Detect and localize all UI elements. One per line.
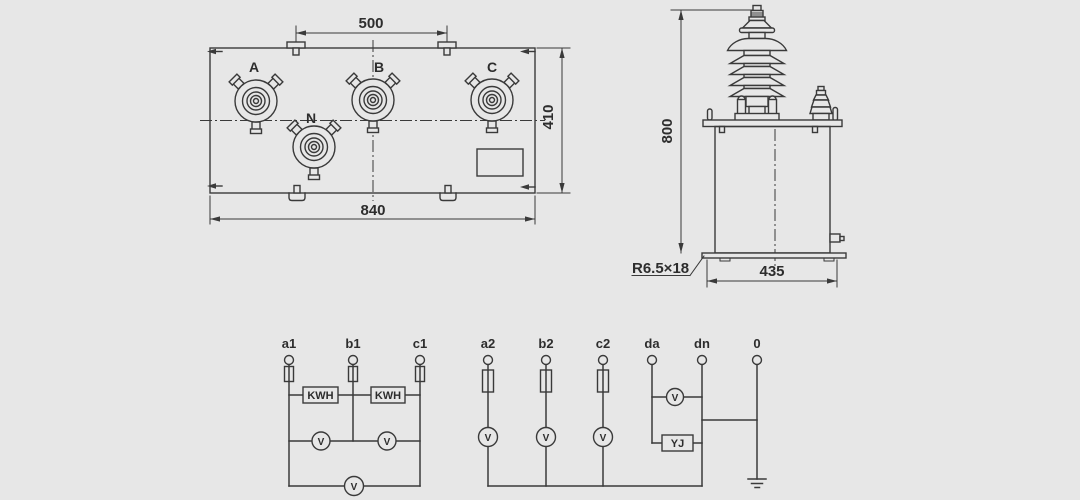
wires	[288, 363, 758, 487]
voltmeter-label: V	[318, 437, 325, 448]
cover-pin-left	[706, 108, 713, 121]
terminal-0	[751, 354, 763, 366]
ground-icon	[747, 478, 767, 489]
voltmeter: V	[343, 475, 365, 497]
hv-insulator	[726, 4, 788, 122]
terminal-label-c1: c1	[413, 336, 427, 351]
corner-arrow-icon	[206, 48, 223, 55]
bushing-c-label: C	[487, 59, 497, 75]
terminal-label-b1: b1	[345, 336, 360, 351]
dim-top-value: 500	[358, 15, 383, 32]
terminal-c2	[597, 354, 609, 366]
kwh-meter-2-label: KWH	[375, 390, 401, 402]
terminal-b2	[540, 354, 552, 366]
voltmeter: V	[311, 431, 331, 451]
terminal-label-a1: a1	[282, 336, 296, 351]
nameplate	[476, 148, 524, 177]
dim-side-value: 410	[540, 104, 557, 129]
terminal-label-da: da	[644, 336, 660, 351]
dim-height-value: 800	[659, 118, 676, 143]
base-foot	[823, 257, 835, 262]
dim-base-value: 435	[759, 263, 784, 280]
corner-arrow-icon	[206, 182, 223, 190]
base-plate	[701, 252, 847, 259]
voltmeter: V	[665, 387, 685, 407]
terminal-a1	[283, 354, 295, 366]
yj-relay: YJ	[661, 434, 694, 452]
terminal-label-a2: a2	[481, 336, 495, 351]
voltmeter: V	[592, 426, 614, 448]
lv-bushing	[809, 85, 833, 121]
voltmeter-label: V	[672, 393, 679, 404]
kwh-meter-1: KWH	[302, 386, 339, 404]
kwh-meter-1-label: KWH	[307, 390, 333, 402]
dimension-410: 410	[536, 47, 571, 194]
voltmeter: V	[377, 431, 397, 451]
bushing-a-label: A	[249, 59, 259, 75]
dimension-435: 435	[706, 259, 838, 288]
drain-valve	[829, 233, 841, 243]
voltmeter: V	[477, 426, 499, 448]
corner-arrow-icon	[519, 183, 536, 191]
voltmeter-label: V	[600, 433, 607, 444]
voltmeter: V	[535, 426, 557, 448]
base-foot	[719, 257, 731, 262]
terminal-b1	[347, 354, 359, 366]
dimension-500: 500	[295, 15, 448, 42]
drain-valve-cap	[839, 235, 845, 242]
cover-bolt	[811, 125, 819, 134]
cover-bolt	[718, 125, 726, 134]
hole-label: R6.5×18	[632, 260, 689, 277]
bushing-b-label: B	[374, 59, 384, 75]
terminal-label-b2: b2	[538, 336, 553, 351]
tank-body	[714, 125, 831, 254]
kwh-meter-2: KWH	[370, 386, 406, 404]
dim-bottom-value: 840	[360, 202, 385, 219]
terminal-da	[646, 354, 658, 366]
corner-arrow-icon	[519, 48, 536, 55]
terminal-dn	[696, 354, 708, 366]
mounting-tab-top-right	[437, 41, 457, 56]
bushing-n-label: N	[306, 110, 316, 126]
dimension-840: 840	[209, 195, 536, 225]
tank-cover-outline	[209, 47, 536, 194]
voltmeter-label: V	[384, 437, 391, 448]
hole-callout: R6.5×18	[631, 255, 705, 277]
bushing-c	[465, 73, 519, 132]
cover-pin-right	[832, 106, 839, 122]
terminal-label-dn: dn	[694, 336, 710, 351]
terminal-label-0: 0	[753, 336, 760, 351]
voltmeter-label: V	[485, 433, 492, 444]
cover-plate	[702, 119, 843, 128]
terminal-label-c2: c2	[596, 336, 610, 351]
side-view: 800 435 R6.5×18	[631, 4, 847, 288]
voltmeter-label: V	[543, 433, 550, 444]
wiring-diagram: a1 b1 c1 a2 b2 c2 da dn 0	[282, 336, 767, 497]
terminal-a2	[482, 354, 494, 366]
yj-relay-label: YJ	[671, 438, 684, 450]
bushing-n	[287, 120, 341, 179]
bushing-b	[346, 73, 400, 132]
top-view: A B C N 500 410	[200, 15, 571, 225]
bushing-a	[229, 74, 283, 133]
terminal-c1	[414, 354, 426, 366]
dimension-800: 800	[659, 9, 753, 254]
mounting-tab-top-left	[286, 41, 306, 56]
voltmeter-label: V	[351, 482, 358, 493]
